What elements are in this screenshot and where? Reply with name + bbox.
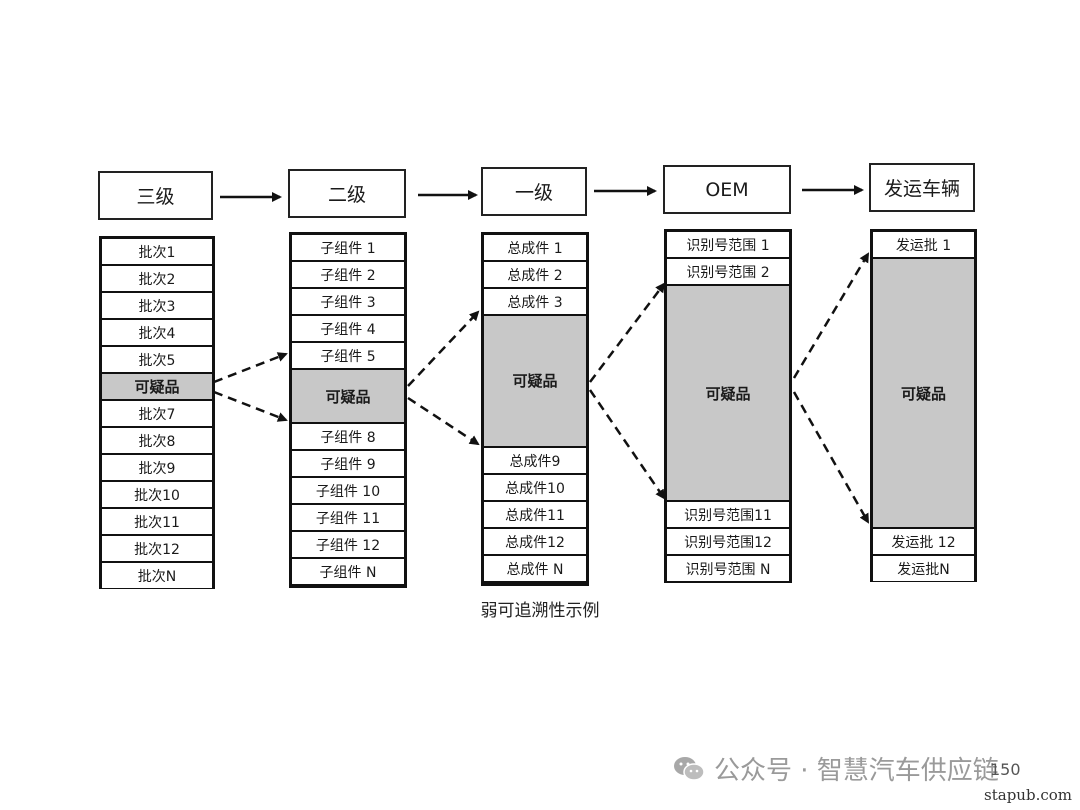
batch-11: 批次11: [102, 509, 212, 534]
batch-8: 批次8: [102, 428, 212, 453]
assembly-10: 总成件10: [484, 475, 586, 500]
suspect-block-tier2: 可疑品: [292, 370, 404, 422]
assembly-2: 总成件 2: [484, 262, 586, 287]
assembly-3: 总成件 3: [484, 289, 586, 314]
batch-12: 批次12: [102, 536, 212, 561]
assembly-1: 总成件 1: [484, 235, 586, 260]
header-tier3: 三级: [98, 171, 213, 220]
page-number: 150: [990, 760, 1021, 779]
suspect-block-tier3: 可疑品: [102, 374, 212, 399]
column-oem: 识别号范围 1 识别号范围 2 可疑品 识别号范围11 识别号范围12 识别号范…: [664, 229, 792, 583]
trace-arrow-oem-veh-down: [792, 391, 870, 524]
header-tier1: 一级: [481, 167, 587, 216]
vin-range-n: 识别号范围 N: [667, 556, 789, 581]
suspect-block-oem: 可疑品: [667, 286, 789, 500]
header-oem: OEM: [663, 165, 791, 214]
column-shipped-vehicles: 发运批 1 可疑品 发运批 12 发运批N: [870, 229, 977, 582]
batch-n: 批次N: [102, 563, 212, 588]
trace-arrow-3-2-down: [213, 390, 288, 422]
subcomponent-n: 子组件 N: [292, 559, 404, 584]
assembly-11: 总成件11: [484, 502, 586, 527]
shipment-lot-1: 发运批 1: [873, 232, 974, 257]
batch-4: 批次4: [102, 320, 212, 345]
column-tier1: 总成件 1 总成件 2 总成件 3 可疑品 总成件9 总成件10 总成件11 总…: [481, 232, 589, 586]
suspect-block-tier1: 可疑品: [484, 316, 586, 446]
subcomponent-8: 子组件 8: [292, 424, 404, 449]
batch-1: 批次1: [102, 239, 212, 264]
wechat-icon: [674, 756, 705, 781]
watermark: 公众号 · 智慧汽车供应链: [672, 750, 999, 787]
assembly-12: 总成件12: [484, 529, 586, 554]
subcomponent-10: 子组件 10: [292, 478, 404, 503]
header-shipped-vehicles: 发运车辆: [869, 163, 975, 212]
subcomponent-4: 子组件 4: [292, 316, 404, 341]
trace-arrow-1-oem-down: [588, 389, 666, 500]
batch-2: 批次2: [102, 266, 212, 291]
subcomponent-9: 子组件 9: [292, 451, 404, 476]
assembly-9: 总成件9: [484, 448, 586, 473]
trace-arrow-2-1-up: [407, 310, 480, 387]
trace-arrow-oem-veh-up: [792, 252, 870, 379]
batch-5: 批次5: [102, 347, 212, 372]
subcomponent-5: 子组件 5: [292, 343, 404, 368]
suspect-block-vehicles: 可疑品: [873, 259, 974, 527]
assembly-n: 总成件 N: [484, 556, 586, 581]
header-tier2: 二级: [288, 169, 406, 218]
batch-3: 批次3: [102, 293, 212, 318]
watermark-text: 公众号 · 智慧汽车供应链: [714, 756, 999, 786]
batch-10: 批次10: [102, 482, 212, 507]
vin-range-1: 识别号范围 1: [667, 232, 789, 257]
subcomponent-2: 子组件 2: [292, 262, 404, 287]
trace-arrow-2-1-down: [407, 396, 480, 446]
subcomponent-12: 子组件 12: [292, 532, 404, 557]
shipment-lot-12: 发运批 12: [873, 529, 974, 554]
subcomponent-11: 子组件 11: [292, 505, 404, 530]
subcomponent-1: 子组件 1: [292, 235, 404, 260]
vin-range-12: 识别号范围12: [667, 529, 789, 554]
column-tier3: 批次1 批次2 批次3 批次4 批次5 可疑品 批次7 批次8 批次9 批次10…: [99, 236, 215, 589]
shipment-lot-n: 发运批N: [873, 556, 974, 581]
vin-range-11: 识别号范围11: [667, 502, 789, 527]
batch-9: 批次9: [102, 455, 212, 480]
figure-caption: 弱可追溯性示例: [480, 601, 600, 621]
subcomponent-3: 子组件 3: [292, 289, 404, 314]
column-tier2: 子组件 1 子组件 2 子组件 3 子组件 4 子组件 5 可疑品 子组件 8 …: [289, 232, 407, 588]
trace-arrow-3-2-up: [213, 352, 288, 384]
site-url: stapub.com: [984, 786, 1072, 804]
vin-range-2: 识别号范围 2: [667, 259, 789, 284]
batch-7: 批次7: [102, 401, 212, 426]
trace-arrow-1-oem-up: [589, 282, 666, 383]
